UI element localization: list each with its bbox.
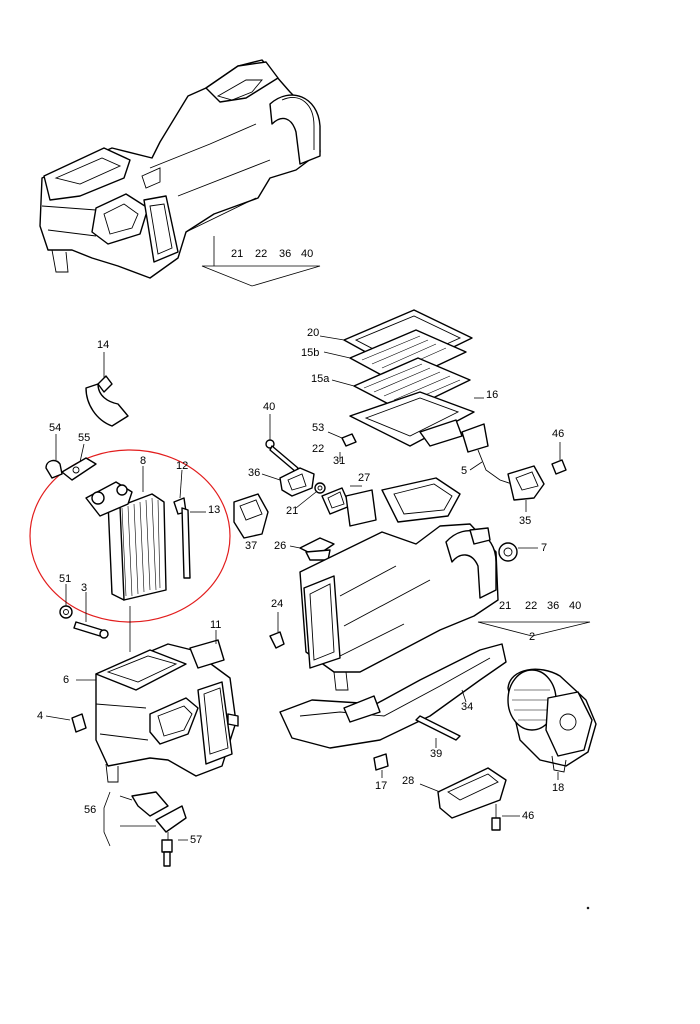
part-35-resistor bbox=[507, 465, 545, 512]
callout-53: 53 bbox=[312, 422, 324, 434]
callout-46-top: 46 bbox=[552, 428, 564, 440]
callout-39: 39 bbox=[430, 748, 442, 760]
callout-27: 27 bbox=[358, 472, 370, 484]
callout-40-right-group: 40 bbox=[569, 600, 581, 612]
callout-24: 24 bbox=[271, 598, 283, 610]
callout-40-top: 40 bbox=[301, 248, 313, 260]
callout-14: 14 bbox=[97, 339, 109, 351]
assembled-heater-housing bbox=[39, 59, 321, 279]
callout-36-right-group: 36 bbox=[547, 600, 559, 612]
callout-22-right: 22 bbox=[312, 443, 324, 455]
part-12-seal bbox=[173, 469, 187, 515]
callout-37: 37 bbox=[245, 540, 257, 552]
callout-4: 4 bbox=[37, 710, 43, 722]
part-54-grommet bbox=[45, 434, 63, 479]
callout-51: 51 bbox=[59, 573, 71, 585]
callout-36-top: 36 bbox=[279, 248, 291, 260]
callout-11: 11 bbox=[210, 619, 221, 631]
callout-16: 16 bbox=[486, 389, 498, 401]
part-17-clip bbox=[373, 753, 389, 778]
stray-dot bbox=[586, 906, 590, 910]
callout-22-top: 22 bbox=[255, 248, 267, 260]
part-40-bolt bbox=[265, 414, 299, 473]
callout-21-right-group: 21 bbox=[499, 600, 511, 612]
part-3-screw bbox=[73, 592, 109, 639]
part-46-screw-top bbox=[551, 442, 567, 475]
part-16-tray bbox=[349, 391, 484, 447]
part-57-screw bbox=[161, 832, 188, 867]
callout-21-top: 21 bbox=[231, 248, 243, 260]
part-18-blower bbox=[507, 668, 597, 780]
callout-40-right: 40 bbox=[263, 401, 275, 413]
callout-35: 35 bbox=[519, 515, 531, 527]
part-21-ring bbox=[295, 482, 326, 509]
callout-54: 54 bbox=[49, 422, 61, 434]
callout-7: 7 bbox=[541, 542, 547, 554]
part-7-grommet bbox=[498, 542, 538, 562]
part-4-clip bbox=[45, 713, 87, 733]
callout-46-bottom: 46 bbox=[522, 810, 534, 822]
callout-2: 2 bbox=[529, 631, 535, 643]
callout-22-right-group: 22 bbox=[525, 600, 537, 612]
part-55-flange bbox=[61, 443, 97, 481]
part-6-heater-box bbox=[95, 639, 239, 783]
callout-21-right: 21 bbox=[286, 505, 298, 517]
callout-12: 12 bbox=[176, 460, 188, 472]
leader-group2 bbox=[477, 621, 591, 637]
callout-8: 8 bbox=[140, 455, 146, 467]
callout-15b: 15b bbox=[301, 347, 319, 359]
part-53-nut bbox=[327, 431, 357, 447]
callout-57: 57 bbox=[190, 834, 202, 846]
callout-56: 56 bbox=[84, 804, 96, 816]
part-26-link bbox=[289, 537, 335, 561]
callout-26: 26 bbox=[274, 540, 286, 552]
part-24-clip bbox=[269, 612, 285, 649]
part-8-heater-core bbox=[85, 466, 167, 601]
callout-6: 6 bbox=[63, 674, 69, 686]
part-2-housing bbox=[299, 477, 499, 691]
part-51-nut bbox=[59, 584, 73, 619]
callout-13: 13 bbox=[208, 504, 220, 516]
callout-15a: 15a bbox=[311, 373, 330, 385]
callout-17: 17 bbox=[375, 780, 387, 792]
part-36-motor bbox=[261, 467, 315, 497]
callout-20: 20 bbox=[307, 327, 319, 339]
part-39-rod bbox=[415, 715, 461, 748]
leader-group1 bbox=[201, 236, 321, 287]
part-5-wiring bbox=[461, 423, 513, 485]
part-28-bracket bbox=[419, 767, 507, 819]
callout-5: 5 bbox=[461, 465, 467, 477]
callout-18: 18 bbox=[552, 782, 564, 794]
part-34-duct bbox=[279, 643, 507, 749]
part-13-strip bbox=[181, 507, 206, 579]
part-46-screw-bottom bbox=[491, 804, 520, 831]
part-37-flap bbox=[233, 493, 269, 539]
callout-3: 3 bbox=[81, 582, 87, 594]
callout-55: 55 bbox=[78, 432, 90, 444]
callout-34: 34 bbox=[461, 701, 473, 713]
callout-36-right: 36 bbox=[248, 467, 260, 479]
part-56-lever bbox=[103, 791, 187, 847]
part-14-clip bbox=[85, 352, 129, 427]
callout-28: 28 bbox=[402, 775, 414, 787]
callout-31: 31 bbox=[333, 455, 345, 467]
